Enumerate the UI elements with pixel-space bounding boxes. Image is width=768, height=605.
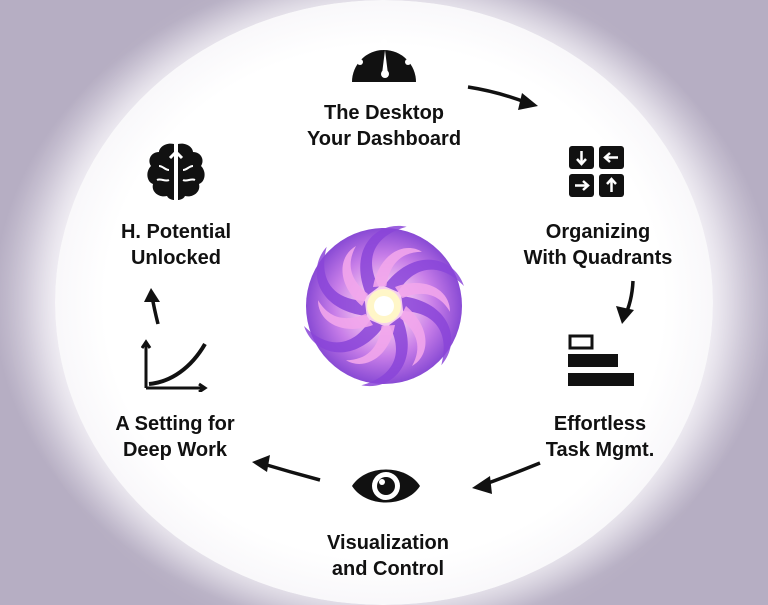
arrow-deepwork-to-potential xyxy=(144,288,160,325)
arrow-visualization-to-deepwork xyxy=(252,455,321,482)
growth-chart-icon xyxy=(141,339,208,392)
task-bars-icon xyxy=(568,334,634,386)
brain-icon xyxy=(147,143,205,200)
step-label-quadrants: Organizing With Quadrants xyxy=(523,221,673,269)
step-label-desktop: The Desktop Your Dashboard xyxy=(306,102,462,150)
spiral-logo-icon xyxy=(304,225,464,387)
step-label-deepwork: A Setting for Deep Work xyxy=(115,413,235,461)
gauge-icon xyxy=(352,39,416,82)
eye-icon xyxy=(352,469,420,503)
step-label-task: Effortless Task Mgmt. xyxy=(545,413,655,461)
arrow-quadrants-to-task xyxy=(616,280,635,324)
arrow-task-to-visualization xyxy=(472,461,541,494)
arrow-desktop-to-quadrants xyxy=(467,85,538,110)
step-label-visualization: Visualization and Control xyxy=(327,532,449,580)
quadrant-arrows-icon xyxy=(569,146,624,197)
step-label-potential: H. Potential Unlocked xyxy=(120,221,231,269)
